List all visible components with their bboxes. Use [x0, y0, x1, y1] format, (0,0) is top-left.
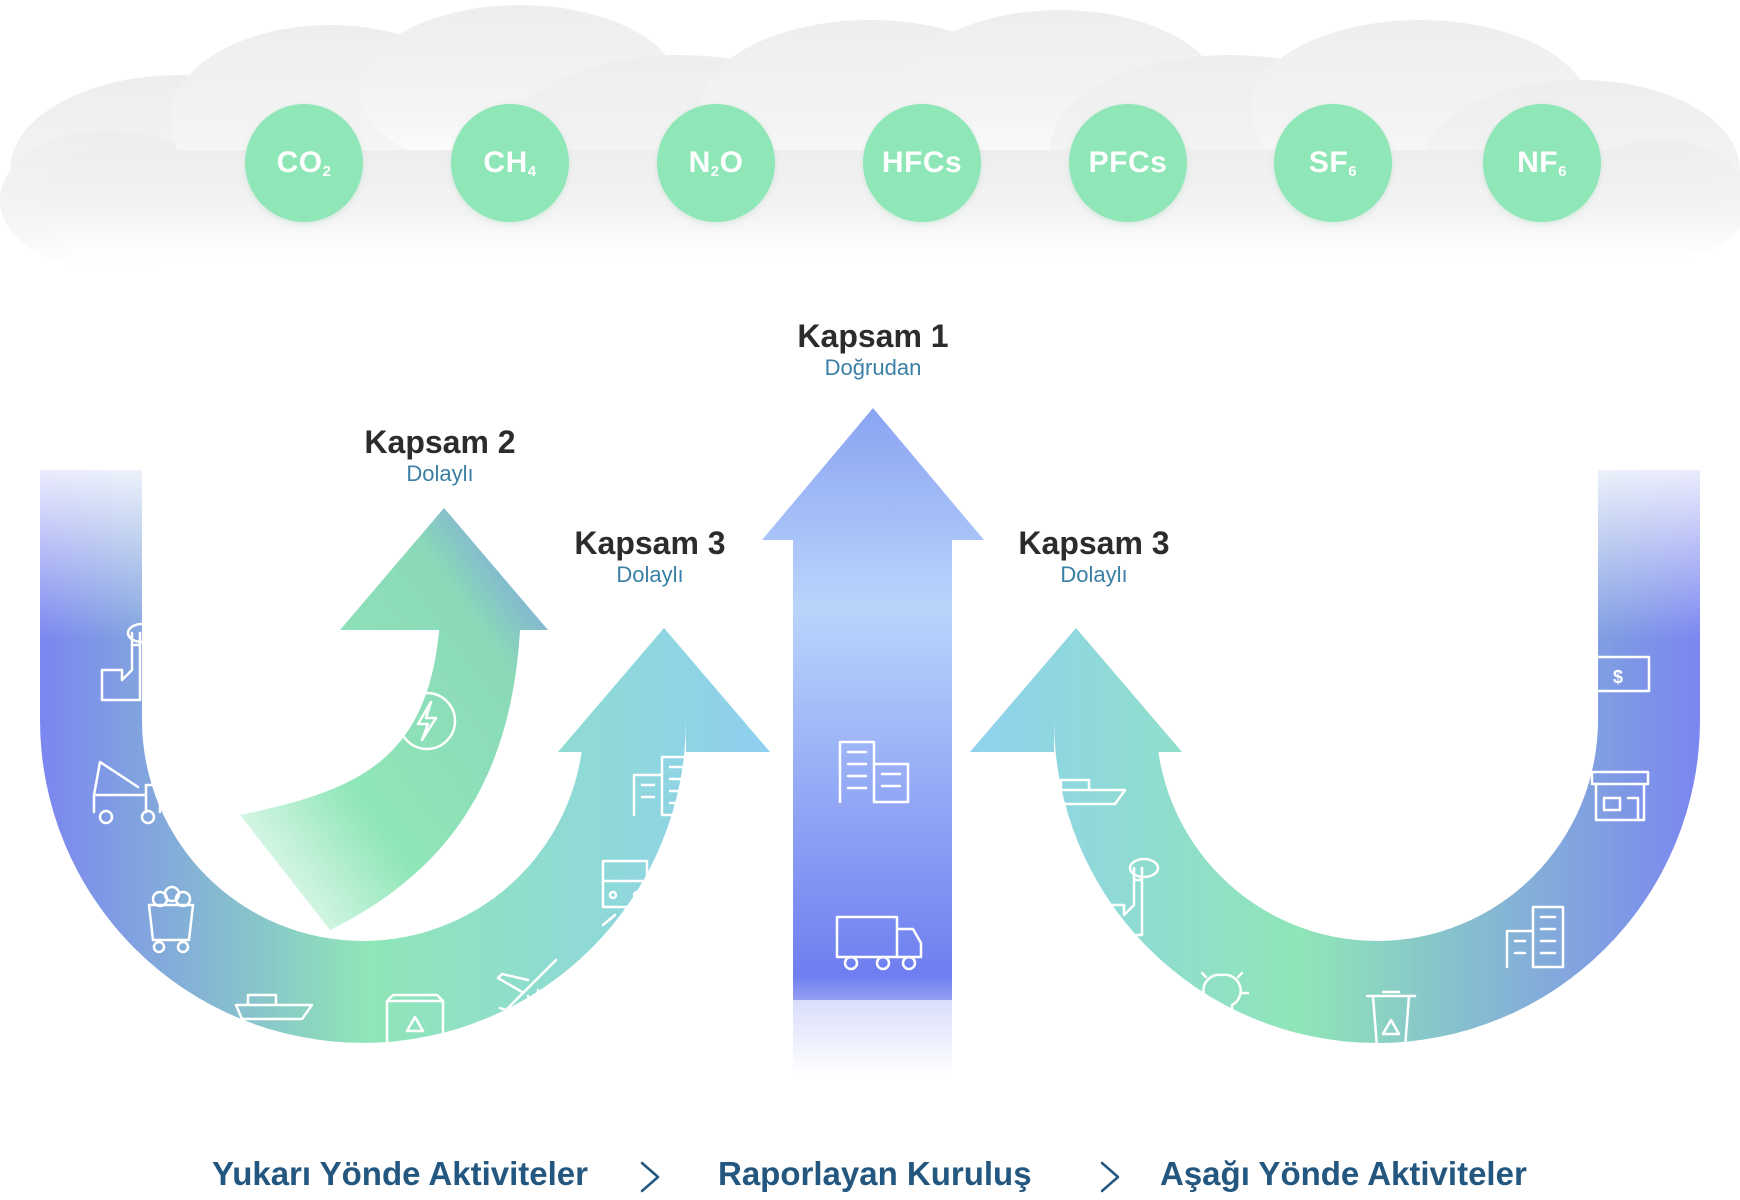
downstream-arc [970, 440, 1720, 1043]
chevron-right-icon [1100, 1161, 1120, 1193]
money-icon [1585, 655, 1651, 693]
truck-icon [835, 915, 923, 971]
scope-title: Kapsam 2 [364, 424, 516, 460]
gas-label-tail: O [719, 146, 744, 179]
office-building-icon [632, 755, 692, 817]
gas-subscript: 2 [710, 162, 720, 180]
reporting-company-label: Raporlayan Kuruluş [718, 1155, 1032, 1192]
gas-pfcs-badge: PFCs [1069, 104, 1187, 222]
factory-icon [1102, 857, 1160, 937]
ship-icon [1047, 778, 1127, 806]
coal-cart-icon [147, 885, 195, 954]
gas-subscript: 6 [1558, 162, 1567, 180]
gas-label: N [688, 146, 711, 179]
recycle-bin-icon [1365, 990, 1417, 1050]
scope-subtitle: Doğrudan [824, 355, 922, 380]
scope1-label: Kapsam 1 Doğrudan [733, 318, 1013, 382]
money-symbol: $ [1613, 667, 1623, 687]
gas-label: PFCs [1088, 146, 1168, 179]
scope3-right-label: Kapsam 3 Dolaylı [954, 525, 1234, 589]
ship-icon [234, 993, 314, 1021]
scope2-label: Kapsam 2 Dolaylı [300, 424, 580, 488]
scope-title: Kapsam 3 [574, 525, 726, 561]
airplane-icon [496, 958, 558, 1022]
downstream-activities-label: Aşağı Yönde Aktiviteler [1160, 1155, 1527, 1192]
storefront-icon [1590, 770, 1650, 822]
gas-label: SF [1308, 146, 1349, 179]
scope-subtitle: Dolaylı [406, 461, 474, 486]
scope-title: Kapsam 3 [1018, 525, 1170, 561]
factory-icon [100, 622, 158, 702]
gas-hfcs-badge: HFCs [863, 104, 981, 222]
gas-label: NF [1517, 146, 1559, 179]
office-building-icon [1505, 905, 1565, 969]
chevron-right-icon [640, 1161, 660, 1193]
office-building-icon [838, 740, 910, 804]
lightning-icon [397, 691, 457, 751]
upstream-arc [40, 440, 770, 1043]
gas-label: CO [276, 146, 323, 179]
crane-truck-icon [92, 760, 162, 825]
scope3-left-label: Kapsam 3 Dolaylı [510, 525, 790, 589]
gas-label: CH [483, 146, 528, 179]
scope2-arrow [240, 508, 548, 930]
gas-label: HFCs [881, 146, 963, 179]
gas-subscript: 2 [322, 162, 332, 180]
scope-title: Kapsam 1 [797, 318, 949, 354]
gas-subscript: 6 [1348, 162, 1358, 180]
recycle-bin-icon [385, 993, 445, 1049]
lightbulb-icon [1194, 971, 1250, 1021]
upstream-activities-label: Yukarı Yönde Aktiviteler [212, 1155, 588, 1192]
train-icon [601, 859, 649, 927]
scope-subtitle: Dolaylı [1060, 562, 1128, 587]
gas-subscript: 4 [527, 162, 537, 180]
scope-subtitle: Dolaylı [616, 562, 684, 587]
